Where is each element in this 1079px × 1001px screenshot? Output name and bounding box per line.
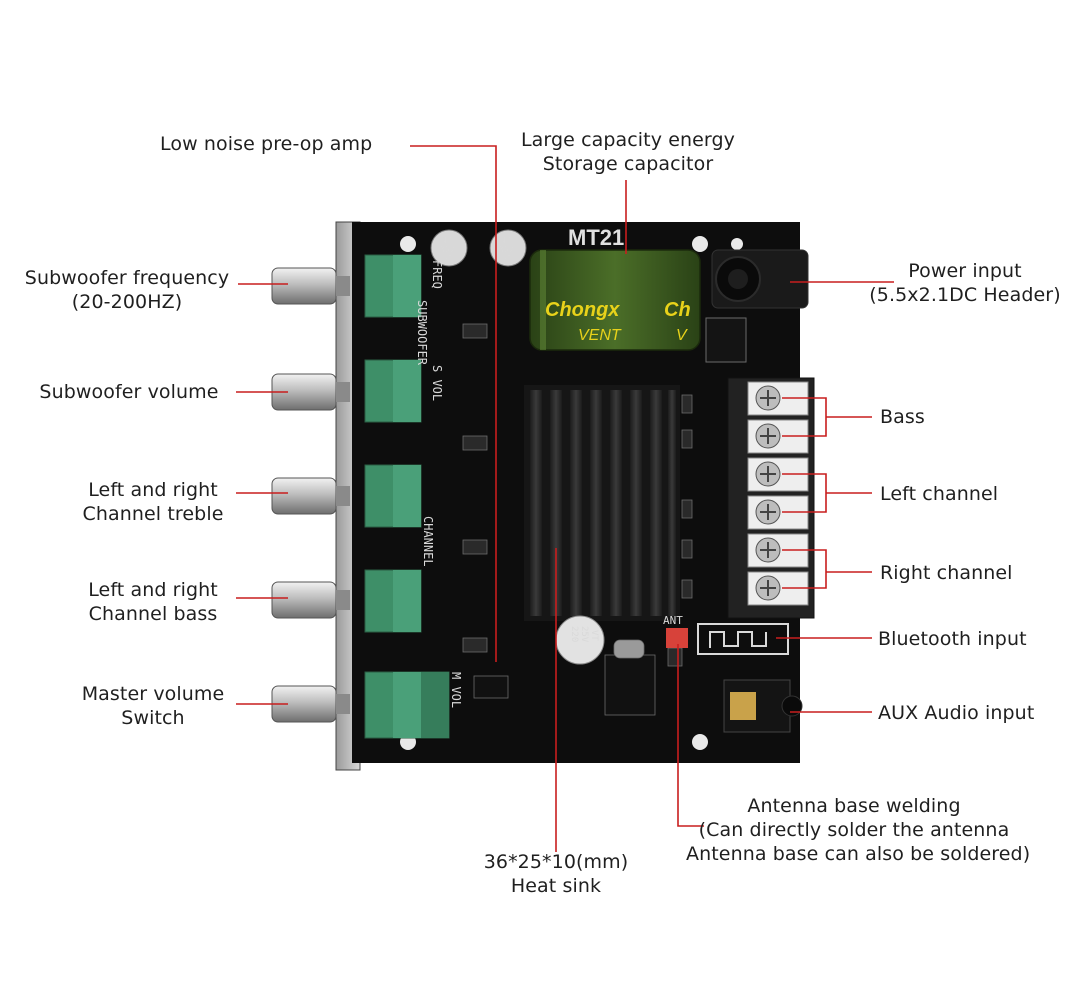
leader-lines	[236, 145, 894, 852]
knob-sub-volume[interactable]	[271, 373, 350, 411]
callout-aux-text: AUX Audio input	[878, 702, 1035, 724]
pot-block-bass	[364, 569, 422, 633]
callout-aux: AUX Audio input	[878, 701, 1034, 725]
callout-bluetooth: Bluetooth input	[878, 627, 1027, 651]
callout-capacitor: Large capacity energy Storage capacitor	[516, 128, 740, 176]
callout-sub-vol-text: Subwoofer volume	[39, 381, 219, 403]
callout-preamp-text: Low noise pre-op amp	[160, 133, 373, 155]
bulk-cap-value: 220	[569, 626, 579, 642]
antenna-pad	[666, 628, 688, 648]
callout-power-line2: (5.5x2.1DC Header)	[869, 284, 1061, 306]
callout-bass-out: Bass	[880, 405, 925, 429]
storage-capacitor: Chongx Ch VENT V	[529, 249, 701, 351]
capacitor-series-wrap: V	[676, 327, 688, 344]
knob-master-volume[interactable]	[271, 685, 350, 723]
callout-master: Master volume Switch	[70, 682, 236, 730]
leader-right-ch	[782, 549, 872, 589]
callout-power: Power input (5.5x2.1DC Header)	[862, 259, 1068, 307]
callout-treble: Left and right Channel treble	[70, 478, 236, 526]
bulk-capacitor-220: 220 25V VT	[555, 615, 605, 665]
pot-block-master	[364, 671, 450, 739]
pot-block-treble	[364, 464, 422, 528]
bulk-cap-type: VT	[589, 630, 599, 641]
leader-preamp	[410, 145, 497, 662]
smd-components	[462, 323, 693, 716]
callout-capacitor-line2: Storage capacitor	[542, 153, 714, 175]
callout-master-line1: Master volume	[81, 683, 225, 705]
callout-antenna-line1: Antenna base welding	[747, 795, 961, 817]
callout-sub-freq: Subwoofer frequency (20-200HZ)	[14, 266, 240, 314]
diode-pair	[705, 317, 747, 363]
callout-bass-knob-line2: Channel bass	[88, 603, 218, 625]
callout-sub-vol: Subwoofer volume	[26, 380, 232, 404]
silk-channel: CHANNEL	[421, 516, 435, 567]
callout-sub-freq-line2: (20-200HZ)	[71, 291, 183, 313]
capacitor-brand: Chongx	[545, 299, 620, 321]
board-model-label: MT21	[568, 225, 624, 250]
small-cap-1-value: 47	[442, 236, 452, 245]
callout-right-channel: Right channel	[880, 561, 1013, 585]
silk-freq: FREQ	[430, 260, 444, 289]
callout-antenna-line3: Antenna base can also be soldered)	[686, 843, 1031, 865]
callout-capacitor-line1: Large capacity energy	[520, 129, 736, 151]
pot-block-sub-vol	[364, 359, 422, 423]
speaker-terminal-block	[727, 377, 815, 619]
callout-antenna-line2: (Can directly solder the antenna	[698, 819, 1010, 841]
small-capacitor-2: 47 35V VT	[489, 229, 527, 267]
pot-block-freq	[364, 254, 422, 318]
silk-subwoofer: SUBWOOFER	[415, 300, 429, 366]
callout-left-channel: Left channel	[880, 482, 998, 506]
callout-bass-knob: Left and right Channel bass	[70, 578, 236, 626]
capacitor-brand-wrap: Ch	[664, 299, 691, 321]
small-cap-1-type: VT	[443, 254, 453, 263]
callout-heatsink: 36*25*10(mm) Heat sink	[466, 850, 646, 898]
callout-right-channel-text: Right channel	[880, 562, 1013, 584]
leader-left-ch	[782, 473, 872, 513]
leader-antenna	[677, 644, 704, 827]
bulk-cap-voltage: 25V	[579, 626, 589, 643]
aux-jack	[723, 679, 803, 733]
heat-sink	[524, 385, 680, 621]
bluetooth-antenna	[697, 623, 789, 655]
small-cap-1-voltage: 35V	[440, 245, 455, 254]
knob-bass[interactable]	[271, 581, 350, 619]
capacitor-series: VENT	[578, 327, 622, 344]
silk-ant: ANT	[663, 614, 683, 627]
silk-m-vol: M VOL	[449, 672, 463, 708]
callout-heatsink-line2: Heat sink	[510, 875, 602, 897]
callout-antenna: Antenna base welding (Can directly solde…	[686, 794, 1031, 866]
callout-treble-line1: Left and right	[88, 479, 218, 501]
knob-sub-freq[interactable]	[271, 267, 350, 305]
silk-s-vol: S VOL	[430, 365, 444, 401]
knob-treble[interactable]	[271, 477, 350, 515]
callout-power-line1: Power input	[908, 260, 1022, 282]
power-jack	[711, 249, 809, 309]
callout-bluetooth-text: Bluetooth input	[878, 628, 1027, 650]
callout-treble-line2: Channel treble	[82, 503, 224, 525]
callout-master-line2: Switch	[121, 707, 185, 729]
callout-bass-knob-line1: Left and right	[88, 579, 218, 601]
callout-heatsink-line1: 36*25*10(mm)	[483, 851, 629, 873]
callout-left-channel-text: Left channel	[880, 483, 999, 505]
small-capacitor-1: 47 35V VT	[430, 229, 468, 267]
small-cap-2-voltage: 35V	[499, 245, 514, 254]
callout-preamp: Low noise pre-op amp	[160, 132, 372, 156]
small-cap-2-value: 47	[501, 236, 511, 245]
leader-bass-out	[782, 397, 872, 437]
small-cap-2-type: VT	[502, 254, 512, 263]
callout-bass-out-text: Bass	[880, 406, 925, 428]
callout-sub-freq-line1: Subwoofer frequency	[24, 267, 230, 289]
